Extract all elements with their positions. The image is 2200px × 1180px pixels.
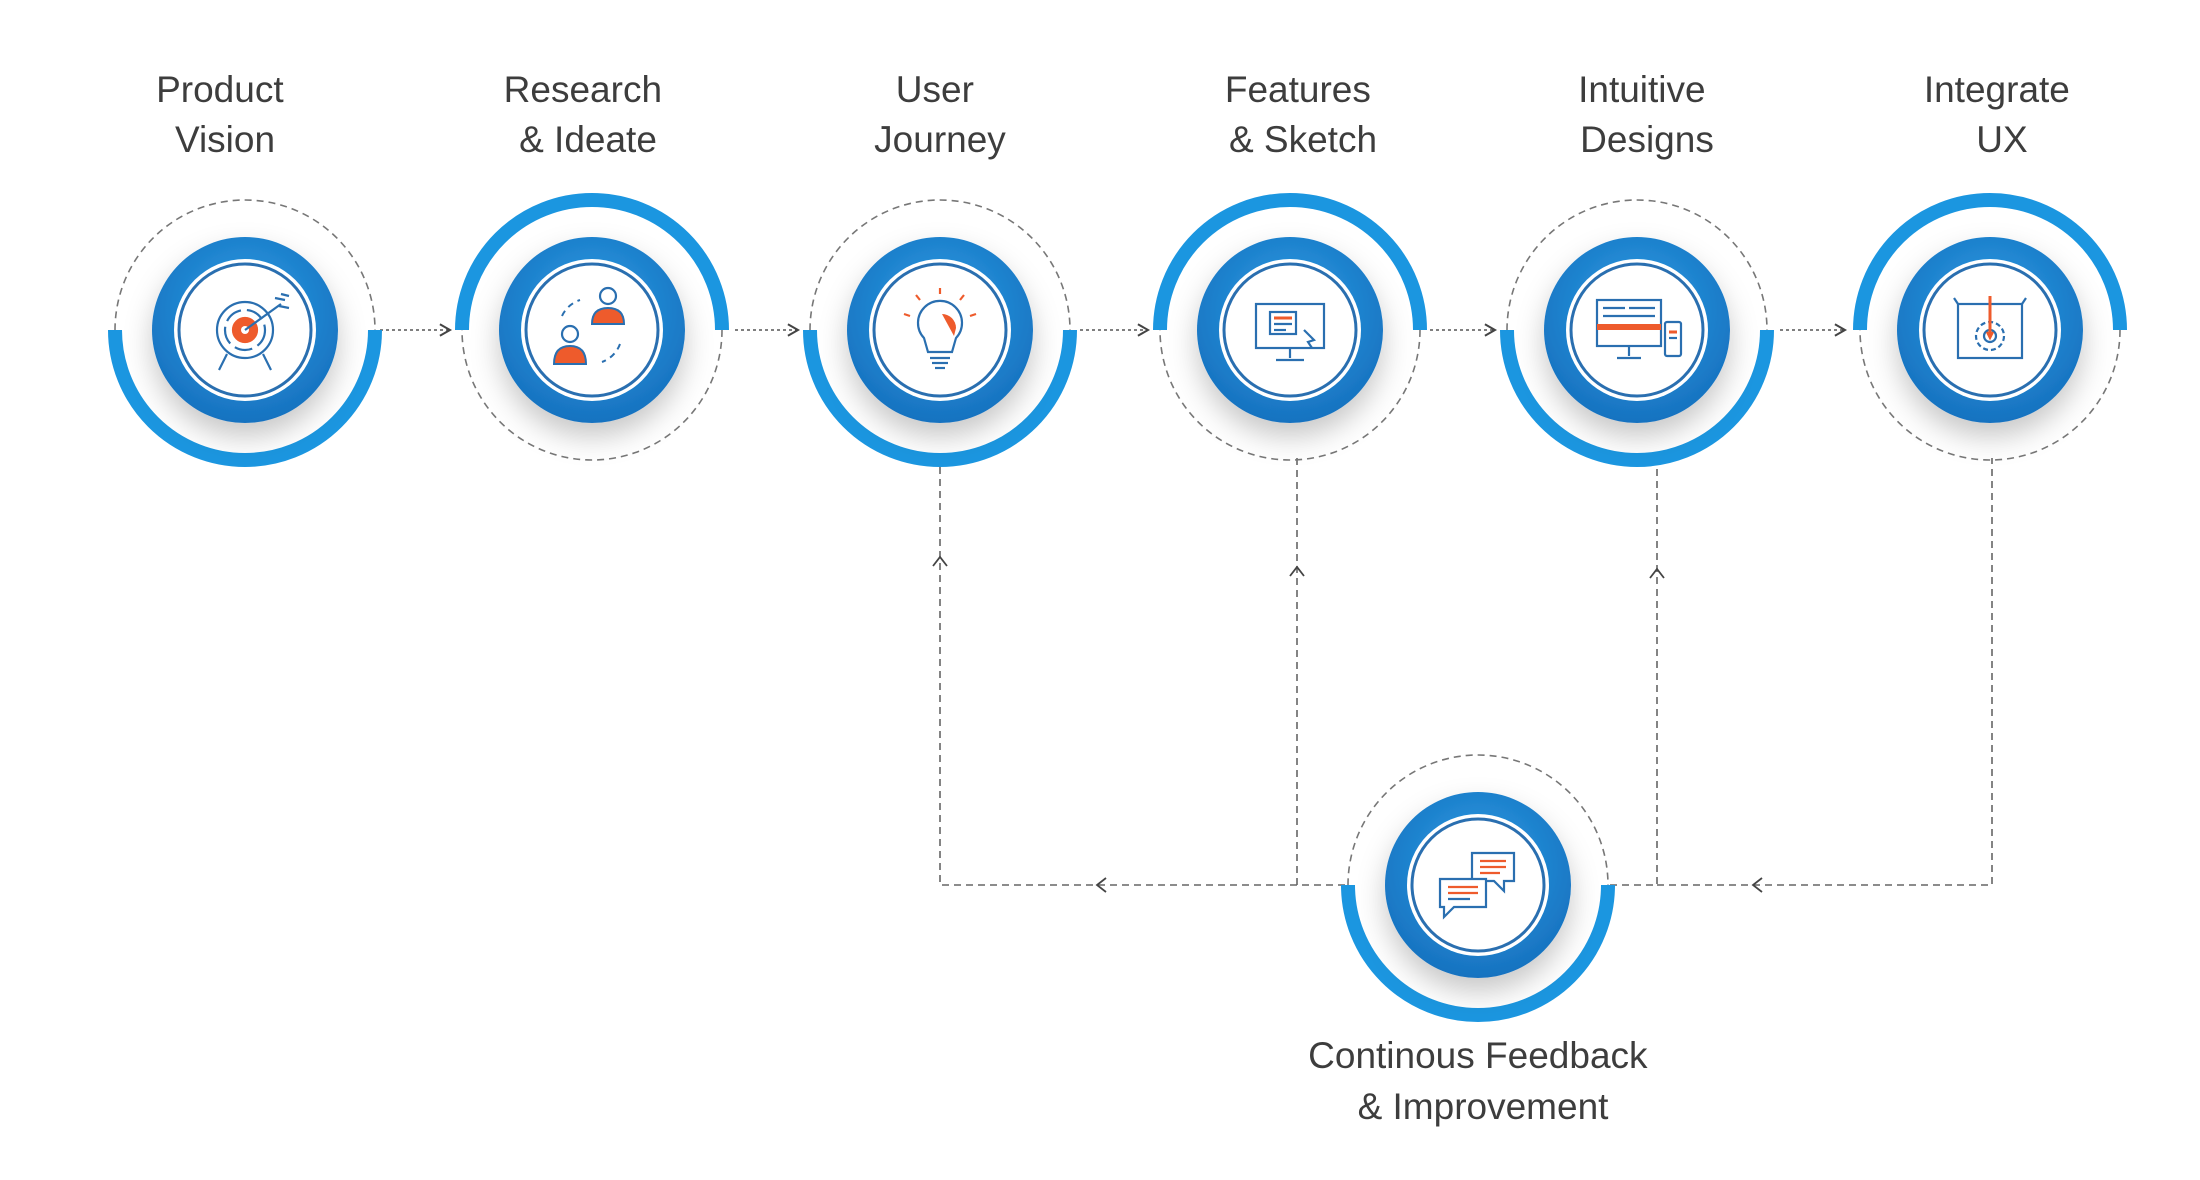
step-2-node (455, 193, 729, 461)
step-labels: Product Vision Research & Ideate User Jo… (156, 69, 2080, 160)
feedback-label-line2: & Improvement (1358, 1086, 1610, 1127)
step-5-label-line2: Designs (1580, 119, 1714, 160)
step-3-label-line1: User (896, 69, 974, 110)
step-5-label: Intuitive Designs (1578, 69, 1716, 160)
step-5-icon-border (1569, 262, 1705, 398)
step-4-node (1153, 193, 1427, 461)
feedback-loop-lines (939, 458, 1993, 886)
step-5-node (1500, 199, 1774, 467)
step-3-icon-border (872, 262, 1008, 398)
step-4-icon-disc (1219, 259, 1361, 401)
step-4-label-line1: Features (1225, 69, 1371, 110)
step-6-label-line2: UX (1976, 119, 2027, 160)
step-1-label: Product Vision (156, 69, 294, 160)
step-1-outer-arc (108, 329, 382, 467)
feedback-line-user-journey (939, 462, 1345, 886)
gear-blueprint-icon (1953, 296, 2027, 360)
feedback-line-intuitive-designs (1610, 462, 1658, 886)
feedback-label: Continous Feedback & Improvement (1308, 1035, 1658, 1127)
monitor-sketch-icon (1254, 302, 1326, 362)
step-2-icon-disc (521, 259, 663, 401)
step-2-label-line1: Research (504, 69, 662, 110)
step-4-outer-arc (1153, 193, 1427, 331)
step-3-label-line2: Journey (874, 119, 1006, 160)
step-5-label-line1: Intuitive (1578, 69, 1706, 110)
chevron-left-icon (1095, 877, 1107, 893)
step-3-outer-arc (803, 329, 1077, 467)
target-icon (215, 292, 290, 371)
step-6-icon-border (1922, 262, 2058, 398)
step-6-label: Integrate UX (1924, 69, 2080, 160)
step-6-label-line1: Integrate (1924, 69, 2070, 110)
step-5-outer-arc (1500, 329, 1774, 467)
step-1-label-line2: Vision (175, 119, 275, 160)
step-2-label: Research & Ideate (504, 69, 673, 160)
step-6-outer-arc (1853, 193, 2127, 331)
feedback-icon-border (1410, 817, 1546, 953)
chat-bubbles-icon (1438, 851, 1516, 920)
step-6-node (1853, 193, 2127, 461)
step-2-label-line2: & Ideate (519, 119, 657, 160)
feedback-line-integrate-ux (1657, 458, 1993, 886)
step-3-node (803, 199, 1077, 467)
chevron-up-icon (1289, 565, 1305, 577)
step-1-label-line1: Product (156, 69, 284, 110)
feedback-label-line1: Continous Feedback (1308, 1035, 1648, 1076)
feedback-arrow-heads (932, 555, 1763, 893)
feedback-outer-arc (1341, 884, 1615, 1022)
step-4-label-line2: & Sketch (1229, 119, 1377, 160)
step-2-icon-border (524, 262, 660, 398)
step-2-outer-arc (455, 193, 729, 331)
team-users-icon (552, 286, 626, 365)
lightbulb-icon (903, 288, 977, 370)
chevron-up-icon (1649, 567, 1665, 579)
responsive-devices-icon (1595, 298, 1683, 360)
step-3-icon-disc (869, 259, 1011, 401)
step-4-icon-border (1222, 262, 1358, 398)
feedback-node (1341, 754, 1615, 1022)
step-4-label: Features & Sketch (1225, 69, 1381, 160)
step-3-label: User Journey (874, 69, 1006, 160)
step-1-node (108, 199, 382, 467)
step-1-icon-border (177, 262, 313, 398)
chevron-left-icon (1751, 877, 1763, 893)
chevron-up-icon (932, 555, 948, 567)
